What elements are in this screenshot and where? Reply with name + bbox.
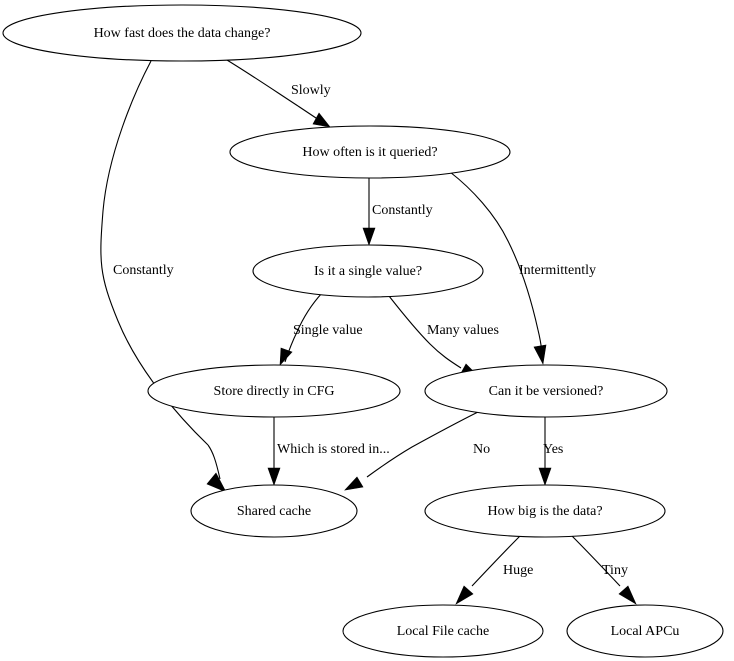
node-label: Local File cache <box>397 624 490 639</box>
edge-how-big-to-local-apcu[interactable]: Tiny <box>570 534 637 605</box>
edge-path <box>221 56 299 107</box>
node-local-apcu[interactable]: Local APCu <box>566 604 724 658</box>
node-how-big-is-the-data[interactable]: How big is the data? <box>424 484 666 538</box>
edge-single-value-to-store-cfg[interactable]: Single value <box>279 292 363 366</box>
edge-label-huge: Huge <box>503 563 533 578</box>
node-local-file-cache[interactable]: Local File cache <box>342 604 544 658</box>
node-shared-cache[interactable]: Shared cache <box>190 484 358 538</box>
node-label: How often is it queried? <box>302 145 437 160</box>
edge-how-fast-to-how-often[interactable]: Slowly <box>221 56 331 128</box>
arrowhead-icon <box>362 227 376 246</box>
edge-how-fast-to-shared-cache[interactable]: Constantly <box>100 60 227 493</box>
edge-label-no: No <box>473 442 490 457</box>
edge-how-big-to-local-file-cache[interactable]: Huge <box>455 534 533 605</box>
node-how-fast-does-the-data-change[interactable]: How fast does the data change? <box>2 4 362 62</box>
node-ellipse <box>342 604 544 658</box>
arrowhead-icon <box>279 347 293 366</box>
edge-label-single-value: Single value <box>293 323 363 338</box>
node-ellipse <box>229 125 511 179</box>
arrowhead-icon <box>206 472 227 493</box>
edge-can-versioned-to-shared-cache[interactable]: No <box>344 411 490 491</box>
node-ellipse <box>424 484 666 538</box>
edge-how-often-to-can-versioned[interactable]: Intermittently <box>449 171 596 365</box>
node-label: Can it be versioned? <box>489 384 604 399</box>
node-ellipse <box>252 244 484 298</box>
edge-path-tail <box>537 329 543 353</box>
node-is-it-a-single-value[interactable]: Is it a single value? <box>252 244 484 298</box>
arrowhead-icon <box>344 476 364 491</box>
node-ellipse <box>190 484 358 538</box>
node-how-often-is-it-queried[interactable]: How often is it queried? <box>229 125 511 179</box>
node-ellipse <box>2 4 362 62</box>
edge-path <box>471 534 522 587</box>
edge-path <box>388 295 462 369</box>
node-label: How big is the data? <box>487 504 602 519</box>
edge-label-constantly-mid: Constantly <box>372 203 433 218</box>
node-ellipse <box>566 604 724 658</box>
node-label: Store directly in CFG <box>214 384 335 399</box>
arrowhead-icon <box>538 467 552 486</box>
edges-layer: Slowly Constantly Constantly Intermitt <box>100 56 637 605</box>
edge-label-which-is-stored-in: Which is stored in... <box>277 442 390 457</box>
arrowhead-icon <box>618 585 637 605</box>
node-label: Shared cache <box>237 504 311 519</box>
node-store-directly-in-cfg[interactable]: Store directly in CFG <box>147 364 401 418</box>
edge-label-slowly: Slowly <box>291 83 331 98</box>
node-label: Local APCu <box>611 624 680 639</box>
nodes-layer: How fast does the data change? How often… <box>2 4 724 658</box>
node-ellipse <box>147 364 401 418</box>
node-ellipse <box>424 364 668 418</box>
node-label: How fast does the data change? <box>94 26 271 41</box>
edge-single-value-to-can-versioned[interactable]: Many values <box>388 295 499 377</box>
node-can-it-be-versioned[interactable]: Can it be versioned? <box>424 364 668 418</box>
arrowhead-icon <box>312 112 331 128</box>
edge-label-intermittently: Intermittently <box>519 263 596 278</box>
edge-store-cfg-to-shared-cache[interactable]: Which is stored in... <box>267 417 390 486</box>
edge-label-constantly-left: Constantly <box>113 263 174 278</box>
arrowhead-icon <box>267 467 281 486</box>
edge-label-yes: Yes <box>543 442 563 457</box>
edge-can-versioned-to-how-big[interactable]: Yes <box>538 417 563 486</box>
edge-path-tail <box>207 444 221 480</box>
arrowhead-icon <box>455 585 474 605</box>
edge-label-tiny: Tiny <box>602 563 628 578</box>
edge-path <box>570 534 621 587</box>
node-label: Is it a single value? <box>314 264 422 279</box>
edge-path <box>366 411 479 478</box>
edge-path <box>449 171 539 331</box>
arrowhead-icon <box>533 344 547 365</box>
edge-how-often-to-single-value[interactable]: Constantly <box>362 178 433 246</box>
edge-path-tail <box>297 105 326 125</box>
edge-label-many-values: Many values <box>427 323 499 338</box>
